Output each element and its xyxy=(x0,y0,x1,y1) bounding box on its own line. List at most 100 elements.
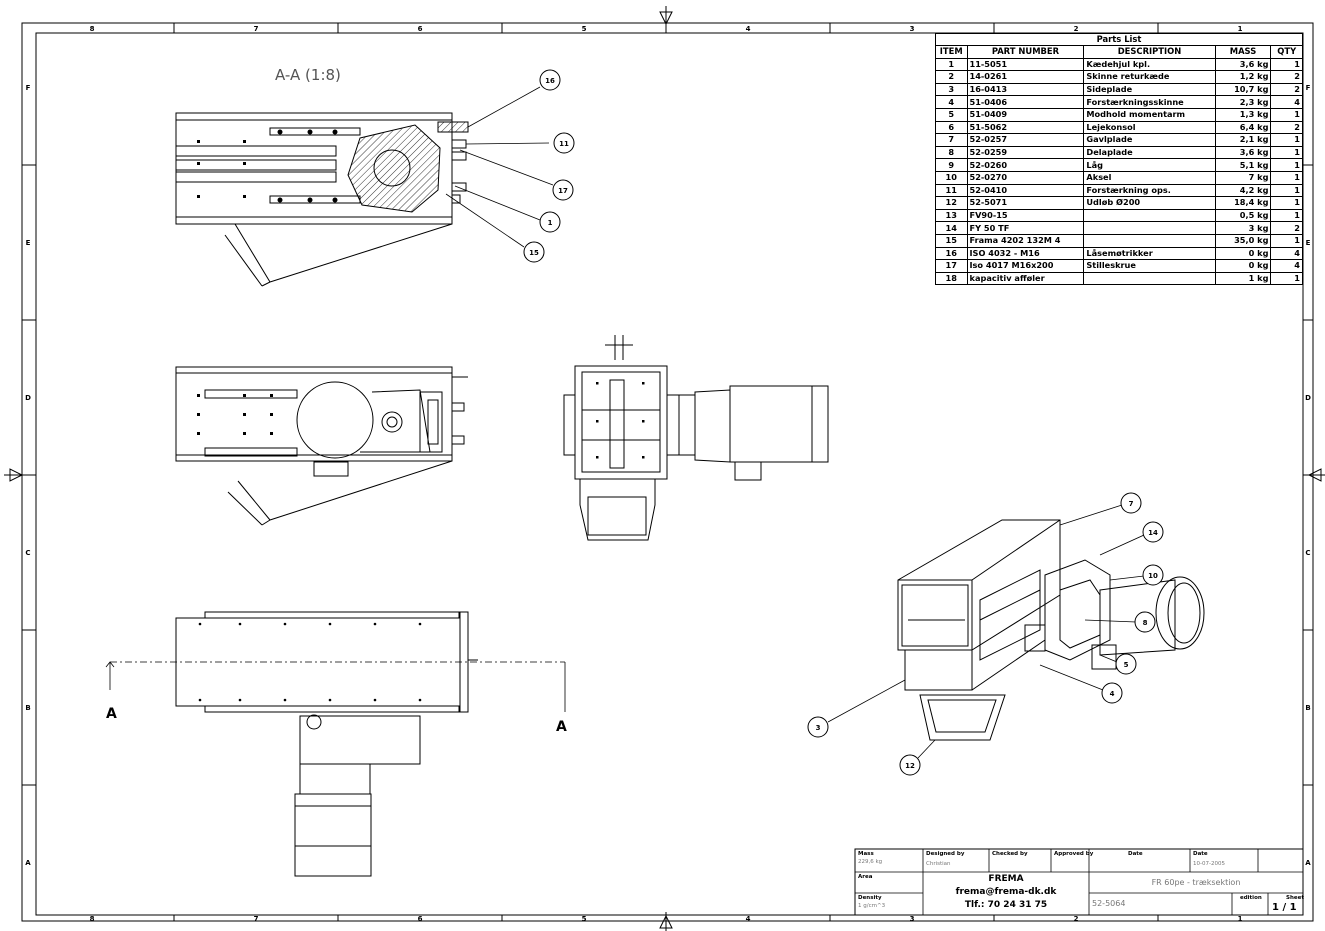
cell-item: 9 xyxy=(935,158,968,172)
tb-company-name: FREMA xyxy=(988,874,1024,884)
isometric-balloons: 7 14 10 8 5 4 3 12 xyxy=(807,492,1164,776)
cell-description xyxy=(1083,221,1216,235)
balloon-label: 14 xyxy=(1148,529,1158,537)
cell-qty: 1 xyxy=(1270,57,1303,72)
cell-part-number: FV90-15 xyxy=(966,208,1085,223)
section-view-a-a xyxy=(175,112,469,287)
cell-description: Stilleskrue xyxy=(1083,259,1216,273)
col-label-bottom: 7 xyxy=(254,915,259,923)
isometric-view xyxy=(897,519,1205,741)
tb-designed-label: Designed by xyxy=(926,851,965,857)
balloon-label: 12 xyxy=(905,762,915,770)
cell-qty: 1 xyxy=(1270,158,1303,172)
plan-view-dots xyxy=(197,394,273,435)
balloon-label: 8 xyxy=(1143,619,1148,627)
tb-drawing-number: 52-5064 xyxy=(1092,899,1126,908)
cell-item: 2 xyxy=(935,70,968,84)
parts-list-header-row: ITEM PART NUMBER DESCRIPTION MASS QTY xyxy=(935,45,1303,59)
cell-item: 11 xyxy=(935,183,968,198)
end-view xyxy=(563,335,829,541)
sheet-border xyxy=(4,6,1325,931)
parts-list-table: Parts List ITEM PART NUMBER DESCRIPTION … xyxy=(935,33,1303,286)
cell-mass: 3,6 kg xyxy=(1214,57,1272,72)
border-labels: 8 7 6 5 4 3 2 1 8 7 6 5 4 3 2 1 F E D C … xyxy=(25,25,1311,923)
section-view-dots xyxy=(197,129,338,203)
section-view-leaders xyxy=(445,86,554,248)
cell-description: Modhold momentarm xyxy=(1083,107,1216,122)
tb-edition-label: edition xyxy=(1240,895,1262,901)
cell-part-number: 52-0410 xyxy=(966,183,1085,198)
row-label-left: D xyxy=(25,394,31,402)
cell-qty: 2 xyxy=(1270,120,1303,135)
section-view-label: A-A (1:8) xyxy=(275,66,341,84)
col-header-description: DESCRIPTION xyxy=(1083,45,1216,59)
row-label-right: D xyxy=(1305,394,1311,402)
side-view-dots xyxy=(198,622,422,702)
title-block-lines xyxy=(855,849,1303,915)
cell-mass: 2,3 kg xyxy=(1214,95,1272,109)
cell-part-number: 52-0270 xyxy=(966,170,1085,185)
parts-list-title: Parts List xyxy=(935,33,1303,46)
cell-mass: 6,4 kg xyxy=(1214,120,1272,135)
balloon-label: 16 xyxy=(545,77,555,85)
tb-date2-label: Date xyxy=(1193,851,1208,857)
balloon-label: 15 xyxy=(529,249,539,257)
cell-description: Lejekonsol xyxy=(1083,120,1216,135)
col-header-mass: MASS xyxy=(1214,45,1272,59)
tb-sheet-value: 1 / 1 xyxy=(1272,902,1297,913)
cell-description: Sideplade xyxy=(1083,82,1216,97)
col-label-top: 1 xyxy=(1238,25,1243,33)
balloon-label: 10 xyxy=(1148,572,1158,580)
cell-mass: 7 kg xyxy=(1214,170,1272,185)
cell-part-number: 52-0257 xyxy=(966,133,1085,147)
cell-mass: 2,1 kg xyxy=(1214,133,1272,147)
cell-part-number: 52-0260 xyxy=(966,158,1085,172)
cell-part-number: 52-0259 xyxy=(966,145,1085,160)
cell-part-number: 14-0261 xyxy=(966,70,1085,84)
col-label-top: 6 xyxy=(418,25,423,33)
tb-company-phone: Tlf.: 70 24 31 75 xyxy=(964,900,1048,910)
tb-checked-label: Checked by xyxy=(992,851,1028,857)
balloon-label: 1 xyxy=(548,219,553,227)
row-label-left: A xyxy=(25,859,31,867)
cell-qty: 1 xyxy=(1270,170,1303,185)
cell-mass: 0,5 kg xyxy=(1214,208,1272,223)
col-label-top: 3 xyxy=(910,25,915,33)
tb-mass-value: 229,6 kg xyxy=(858,859,883,865)
section-line xyxy=(105,661,566,712)
col-label-bottom: 1 xyxy=(1238,915,1243,923)
cell-item: 8 xyxy=(935,145,968,160)
section-view-balloons: 16 11 17 1 15 xyxy=(523,69,575,263)
cell-description xyxy=(1083,271,1216,286)
cell-part-number: 51-0409 xyxy=(966,107,1085,122)
col-header-part-number: PART NUMBER xyxy=(966,45,1085,59)
cell-description: Forstærkning ops. xyxy=(1083,183,1216,198)
cell-description: Låg xyxy=(1083,158,1216,172)
cell-item: 4 xyxy=(935,95,968,109)
col-label-bottom: 4 xyxy=(746,915,751,923)
row-label-right: C xyxy=(1305,549,1310,557)
cell-description: Aksel xyxy=(1083,170,1216,185)
cell-mass: 1,2 kg xyxy=(1214,70,1272,84)
col-label-top: 5 xyxy=(582,25,587,33)
cell-part-number: Iso 4017 M16x200 xyxy=(966,259,1085,273)
cell-description xyxy=(1083,208,1216,223)
cell-description: Kædehjul kpl. xyxy=(1083,57,1216,72)
cell-description: Låsemøtrikker xyxy=(1083,246,1216,261)
cell-mass: 1,3 kg xyxy=(1214,107,1272,122)
section-marker-right: A xyxy=(556,719,567,735)
cell-qty: 1 xyxy=(1270,107,1303,122)
cell-item: 13 xyxy=(935,208,968,223)
cell-part-number: 51-0406 xyxy=(966,95,1085,109)
row-label-left: B xyxy=(25,704,30,712)
cell-mass: 0 kg xyxy=(1214,259,1272,273)
